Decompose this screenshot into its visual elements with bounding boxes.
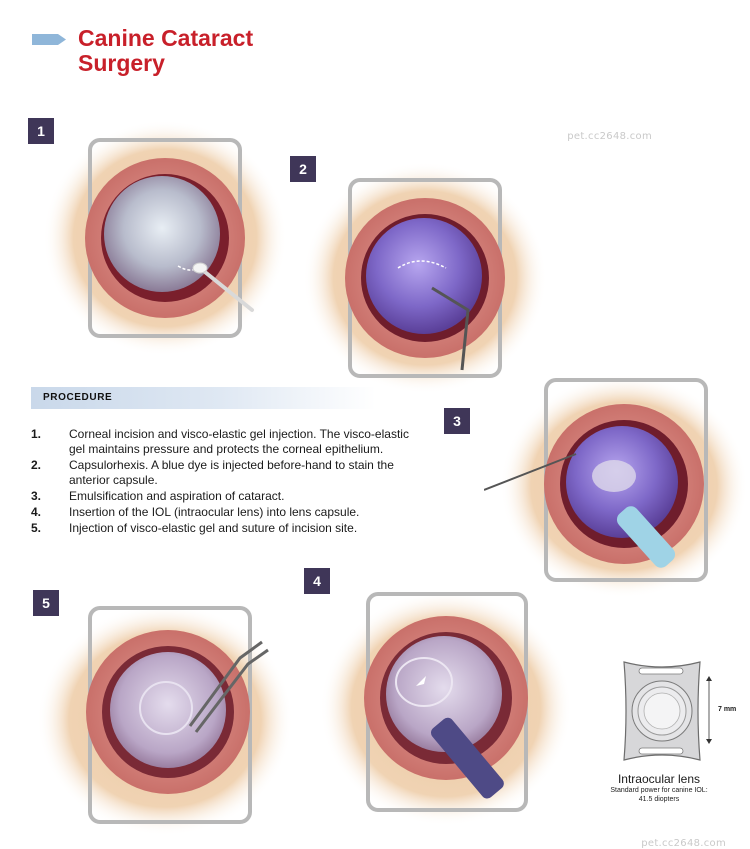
step-number: 5.: [31, 521, 42, 535]
watermark-bottom: pet.cc2648.com: [641, 838, 726, 849]
iol-caption: Intraocular lens Standard power for cani…: [594, 772, 724, 804]
step-text: Insertion of the IOL (intraocular lens) …: [69, 505, 360, 519]
step-number: 1.: [31, 427, 42, 441]
step-4-illustration: [316, 586, 586, 832]
page-title: Canine Cataract Surgery: [78, 25, 254, 76]
watermark: pet.cc2648.com: [567, 131, 652, 142]
intraocular-lens-diagram: [612, 658, 712, 769]
step-text: Capsulorhexis. A blue dye is injected be…: [69, 458, 394, 487]
step-2-illustration: [300, 160, 550, 400]
step-badge-4: 4: [304, 568, 330, 594]
list-item: 4. Insertion of the IOL (intraocular lens…: [31, 505, 421, 520]
iol-title: Intraocular lens: [617, 772, 701, 786]
dimension-label: 7 mm: [718, 706, 737, 713]
iol-subtitle-2: 41.5 diopters: [638, 796, 680, 803]
procedure-header: PROCEDURE: [31, 387, 376, 409]
title-arrow-icon: [32, 34, 66, 45]
step-number: 2.: [31, 458, 42, 472]
step-badge-3: 3: [444, 408, 470, 434]
iol-subtitle-1: Standard power for canine IOL:: [610, 787, 708, 794]
step-number: 4.: [31, 505, 42, 519]
step-1-illustration: [40, 118, 290, 358]
step-badge-5: 5: [33, 590, 59, 616]
step-badge-1: 1: [28, 118, 54, 144]
step-5-illustration: [30, 600, 300, 840]
step-text: Injection of visco-elastic gel and sutur…: [69, 521, 358, 535]
list-item: 5. Injection of visco-elastic gel and sut…: [31, 521, 421, 536]
step-badge-2: 2: [290, 156, 316, 182]
list-item: 2. Capsulorhexis. A blue dye is injected …: [31, 458, 421, 488]
step-text: Emulsification and aspiration of catarac…: [69, 489, 285, 503]
procedure-steps-list: 1. Corneal incision and visco-elastic gel…: [31, 427, 421, 537]
dimension-arrow: [706, 676, 712, 744]
step-3-illustration: [484, 372, 746, 600]
step-text: Corneal incision and visco-elastic gel i…: [69, 427, 409, 456]
step-number: 3.: [31, 489, 42, 503]
list-item: 1. Corneal incision and visco-elastic gel…: [31, 427, 421, 457]
list-item: 3. Emulsification and aspiration of catar…: [31, 489, 421, 504]
procedure-header-label: PROCEDURE: [43, 392, 113, 403]
